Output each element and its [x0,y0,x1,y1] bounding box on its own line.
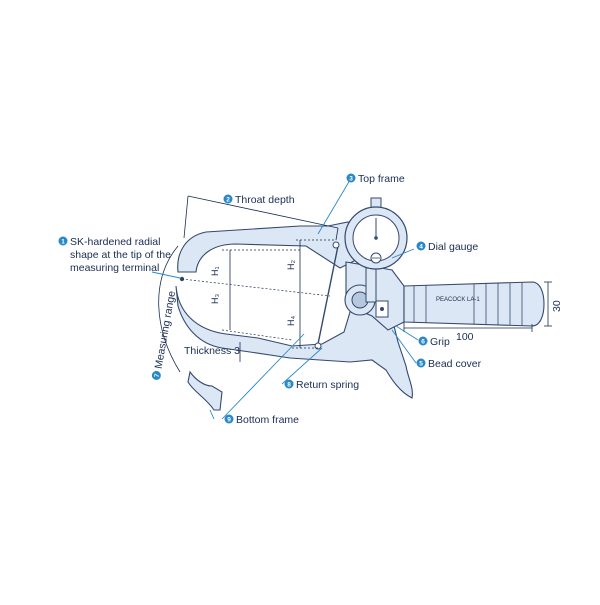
label-throat-depth: 2 Throat depth [223,194,295,206]
grip-brand: PEACOCK LA-1 [436,297,480,303]
label-thickness: Thickness 3 [184,345,240,357]
lower-pin [314,342,322,350]
svg-text:2: 2 [226,197,230,204]
dim-grip-length: 100 [456,331,474,343]
svg-text:1: 1 [61,239,65,246]
measuring-contacts [179,241,340,350]
dim-h1: H₁ [210,266,220,276]
gauge-stem [365,267,377,303]
label-dial-gauge: 4 Dial gauge [416,241,478,253]
dial-gauge [344,197,408,270]
svg-text:Top frame: Top frame [358,173,405,185]
svg-text:3: 3 [349,176,353,183]
dim-h4: H₄ [286,316,296,326]
svg-text:Bottom frame: Bottom frame [236,414,299,426]
svg-text:Grip: Grip [430,336,450,348]
leader-lines [151,179,419,420]
svg-text:Dial gauge: Dial gauge [428,241,478,253]
svg-text:9: 9 [227,417,231,424]
label-bottom-frame: 9 Bottom frame [224,414,299,426]
dimension-lines [158,195,552,373]
label-sk-tip: 1 SK-hardened radial shape at the tip of… [58,236,171,274]
svg-text:Measuring range: Measuring range [153,290,179,370]
svg-text:7: 7 [154,373,162,378]
tail-hook-shape [187,370,223,411]
dimension-labels: H₁ H₃ H₂ H₄ 100 30 [210,260,563,343]
dim-grip-diameter: 30 [551,300,563,312]
bead-cover-dot [380,307,384,311]
label-grip: 6 Grip [418,336,450,348]
label-return-spring: 8 Return spring [284,379,359,391]
svg-text:Throat depth: Throat depth [235,194,295,206]
label-bead-cover: 5 Bead cover [416,358,482,370]
grip: PEACOCK LA-1 [403,281,545,327]
return-spring-rod [317,245,339,345]
dial-center [374,236,378,240]
dim-h2: H₂ [286,260,296,270]
caliper-body [175,221,413,411]
svg-text:SK-hardened radial: SK-hardened radial [70,236,160,248]
svg-text:Bead cover: Bead cover [428,358,482,370]
svg-text:5: 5 [419,361,423,368]
label-top-frame: 3 Top frame [346,173,405,185]
svg-text:8: 8 [287,382,291,389]
svg-text:Thickness 3: Thickness 3 [184,345,240,357]
svg-text:6: 6 [421,339,425,346]
dim-h3: H₃ [210,294,220,304]
svg-text:Return spring: Return spring [296,379,359,391]
svg-text:shape at the tip of the: shape at the tip of the [70,249,171,261]
svg-text:4: 4 [419,244,423,251]
upper-pin [332,241,340,249]
svg-text:measuring terminal: measuring terminal [70,262,159,274]
label-measuring-range: 7 Measuring range [151,290,179,380]
